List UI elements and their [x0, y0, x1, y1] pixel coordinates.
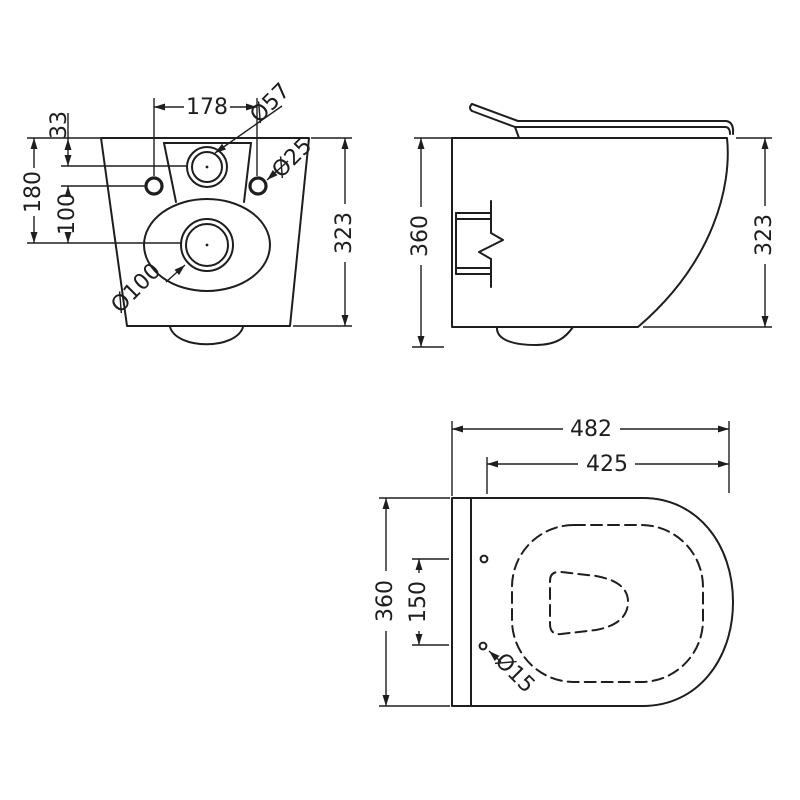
side-body-outline: [451, 137, 729, 328]
side-lid-top-line: [471, 103, 735, 135]
plan-seat-opening-dashed: [511, 524, 704, 683]
rear-fixing-hole-left: [144, 176, 164, 196]
rear-outlet-inner-circle: [185, 223, 229, 267]
rear-view: [100, 137, 310, 346]
dim-label-overall-width: 360: [373, 580, 398, 622]
dim-label-fixing-hole-centres: 150: [406, 581, 431, 623]
dim-label-seat-hole-dia: Ø57: [246, 79, 296, 129]
side-view: [451, 103, 735, 346]
dim-label-bowl-projection: 425: [586, 452, 628, 477]
side-seat-hinge-line: [514, 126, 520, 139]
side-trap-bump: [495, 326, 574, 346]
side-lid-tip-cap: [469, 103, 473, 112]
side-view-dimensions: 360 323: [408, 137, 777, 348]
dim-label-seat-hole-centres: 178: [186, 95, 228, 120]
dim-label-top-to-seat-hole: 33: [47, 111, 72, 139]
leader-plan-fixing-hole-dia: [488, 650, 502, 663]
bracket-break-zigzag: [478, 232, 504, 260]
dim-label-side-overall-height: 360: [408, 215, 433, 257]
dim-label-top-to-outlet: 180: [21, 171, 46, 213]
rear-outlet-center-dot: [205, 243, 209, 247]
side-lid-bottom-line: [471, 110, 731, 135]
rear-cistern-panel-right: [243, 142, 252, 203]
dim-label-side-rim-height: 323: [752, 214, 777, 256]
side-fixing-bracket: [455, 200, 504, 288]
rear-fixing-hole-right: [248, 176, 268, 196]
leader-fixing-hole-dia: [266, 160, 289, 181]
rear-bowl-bottom-arc: [169, 326, 244, 346]
dim-label-overall-projection: 482: [570, 417, 612, 442]
plan-fixing-hole-top: [479, 554, 489, 564]
plan-fixing-hole-bottom: [478, 641, 488, 651]
dim-label-rear-overall-height: 323: [332, 212, 357, 254]
rear-flush-hole-center-dot: [205, 165, 209, 169]
leader-outlet-dia: [165, 264, 186, 283]
plan-body-outline: [451, 497, 734, 707]
rear-flush-hole-inner-circle: [191, 151, 223, 183]
leader-seat-hole-dia: [214, 105, 283, 154]
plan-view: [451, 497, 734, 707]
rear-cistern-panel-left: [163, 142, 177, 203]
dim-label-fixing-to-outlet: 100: [55, 193, 80, 235]
